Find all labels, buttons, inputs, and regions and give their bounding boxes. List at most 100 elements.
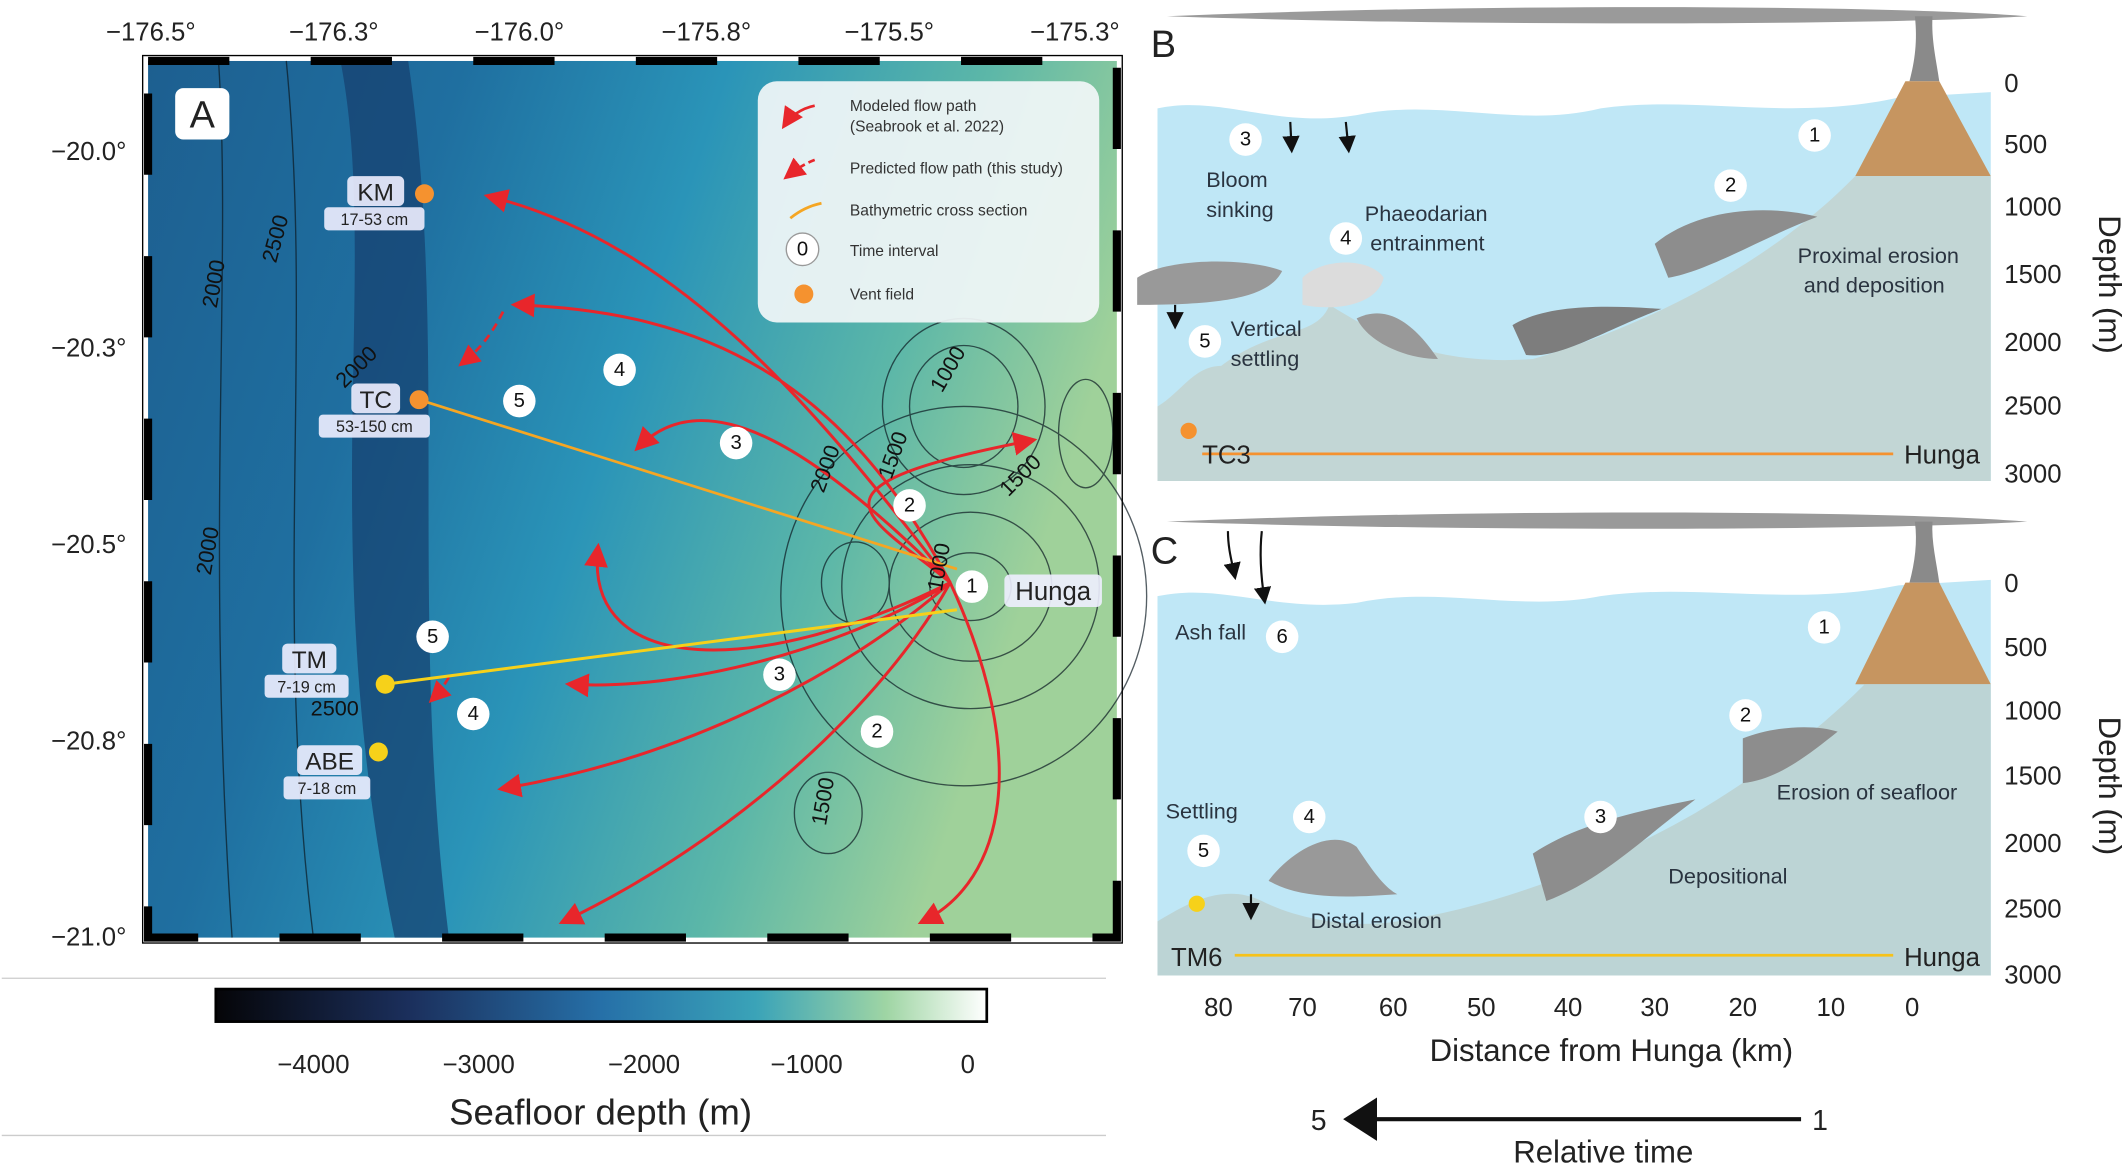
time-marker: 5 [427,626,438,648]
panel-b-label: B [1151,24,1176,66]
legend-label: Vent field [850,286,914,303]
volcano-cone [1855,81,1991,177]
tm6-dot [1188,895,1205,912]
panel-a-badge [175,88,230,140]
colorbar: −4000 −3000 −2000 −1000 0 Seafloor depth… [1,977,1107,1137]
step-number: 1 [1818,616,1829,638]
ash-fall-arrows-icon [1223,531,1272,921]
contour-label: 2500 [311,695,359,720]
time-marker: 3 [774,664,785,686]
colorbar-tick: 0 [961,1051,975,1079]
seafloor [1157,176,1991,481]
depth-tick: 2000 [2004,329,2061,357]
depth-tick: 3000 [2004,460,2061,488]
site-tm: TM 7-19 cm [264,643,395,698]
time-end-label: 5 [1311,1105,1327,1137]
distance-tick: 50 [1467,994,1496,1022]
colorbar-title: Seafloor depth (m) [449,1092,752,1133]
depth-tick: 500 [2004,131,2047,159]
colorbar-tick: −2000 [608,1051,680,1079]
time-marker: 5 [514,390,525,412]
step-number: 4 [1340,227,1351,249]
map-legend: Modeled flow path (Seabrook et al. 2022)… [757,81,1100,323]
orange-dot-icon [794,284,814,304]
time-marker: 2 [871,721,882,743]
step-number: 3 [1595,806,1606,828]
distance-tick: 60 [1379,994,1408,1022]
longitude-ticks: −176.5° −176.3° −176.0° −175.8° −175.5° … [106,19,1120,47]
depth-tick: 0 [2004,70,2018,98]
depth-tick: 2500 [2004,393,2061,421]
time-marker: 1 [966,576,977,598]
sinking-arrows-icon [1166,121,1356,330]
right-site-label: Hunga [1904,944,1981,972]
site-km: KM 17-53 cm [324,176,434,231]
hunga-volcano: Hunga [1004,574,1102,608]
site-range: 7-18 cm [298,780,357,798]
time-start-label: 1 [1812,1105,1828,1137]
site-name: TC [359,387,392,414]
tc3-dot [1180,422,1197,439]
step-number: 5 [1199,330,1210,352]
map-frame [144,56,1121,942]
left-arrow-icon [1343,1097,1377,1141]
map-border [141,54,1123,944]
lat-tick: −20.8° [51,727,126,755]
colorbar-gradient [214,987,989,1023]
distance-tick: 70 [1288,994,1317,1022]
eruption-plume-cloud [1166,7,2028,24]
distance-tick: 40 [1554,994,1583,1022]
turbidity-current [1532,799,1696,902]
distance-tick: 10 [1817,994,1846,1022]
site-name: TM [292,647,327,674]
site-range: 17-53 cm [340,211,408,229]
lat-tick: −21.0° [51,924,126,952]
settling-cloud [1137,261,1283,305]
panel-a-label: A [190,94,216,136]
distance-tick: 0 [1905,994,1919,1022]
turbidity-current [1268,839,1398,897]
lon-tick: −175.8° [661,19,751,47]
lat-tick: −20.3° [51,334,126,362]
panel-c-depth-axis: 0 500 1000 1500 2000 2500 3000 [2004,570,2061,990]
site-range: 53-150 cm [336,418,413,436]
cross-section-b-line [418,398,958,571]
time-circle-icon [785,232,820,267]
lon-tick: −176.3° [289,19,379,47]
depth-tick: 3000 [2004,962,2061,990]
step-number: 2 [1725,175,1736,197]
legend-symbol: 0 [797,238,808,260]
depth-tick: 2000 [2004,830,2061,858]
step-label: Bloom [1206,167,1267,192]
distance-tick: 20 [1728,994,1757,1022]
step-number: 4 [1304,806,1315,828]
step-label: Proximal erosion [1798,243,1959,268]
depth-axis-title: Depth (m) [2092,215,2127,354]
erosion-label: Erosion of seafloor [1777,779,1958,804]
lon-tick: −175.5° [844,19,934,47]
lon-tick: −176.5° [106,19,196,47]
step-number: 1 [1809,124,1820,146]
step-number: 6 [1276,626,1287,648]
site-tc: TC 53-150 cm [318,383,430,438]
site-name: KM [357,180,394,207]
settling-label: Settling [1166,798,1238,823]
depth-tick: 0 [2004,570,2018,598]
site-name: ABE [305,749,354,776]
step-label: entrainment [1370,231,1484,256]
lon-tick: −176.0° [474,19,564,47]
legend-label: Modeled flow path [850,98,976,115]
time-marker: 3 [730,432,741,454]
volcano-name: Hunga [1015,578,1092,606]
distance-axis-title: Distance from Hunga (km) [1430,1033,1794,1068]
depth-tick: 1000 [2004,697,2061,725]
step-number: 2 [1740,704,1751,726]
step-label: sinking [1206,197,1273,222]
right-site-label: Hunga [1904,441,1981,469]
depositional-label: Depositional [1668,863,1787,888]
step-number: 3 [1240,129,1251,151]
time-marker: 2 [904,494,915,516]
depth-tick: 2500 [2004,895,2061,923]
step-number: 5 [1198,840,1209,862]
